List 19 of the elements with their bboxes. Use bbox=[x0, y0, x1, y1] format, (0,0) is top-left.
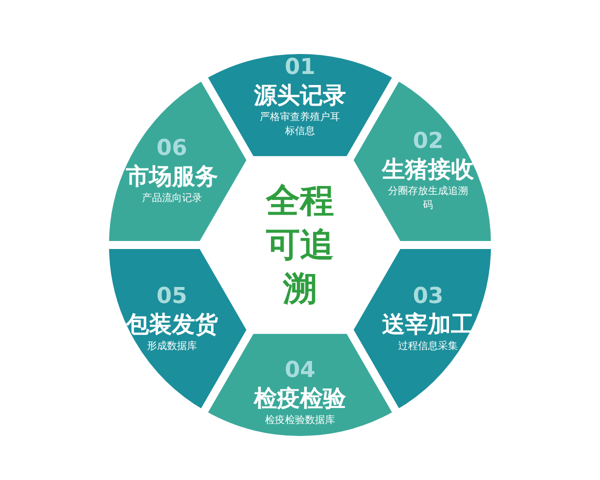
step-title: 生猪接收 bbox=[382, 156, 474, 185]
step-title: 源头记录 bbox=[254, 82, 346, 111]
step-number: 01 bbox=[284, 55, 316, 81]
step-title: 包装发货 bbox=[126, 311, 218, 340]
step-title: 检疫检验 bbox=[254, 385, 346, 414]
step-description: 检疫检验数据库 bbox=[264, 414, 336, 428]
step-description: 分圈存放生成追溯码 bbox=[387, 185, 470, 213]
step-number: 06 bbox=[156, 136, 188, 162]
step-description: 严格审查养殖户耳标信息 bbox=[259, 111, 341, 139]
step-title: 市场服务 bbox=[126, 163, 218, 192]
step-description: 形成数据库 bbox=[146, 340, 198, 354]
step-title: 送宰加工 bbox=[382, 311, 474, 340]
step-number: 02 bbox=[412, 129, 444, 155]
step-description: 过程信息采集 bbox=[397, 340, 460, 354]
step-number: 04 bbox=[284, 358, 316, 384]
center-title: 全程可追溯 bbox=[258, 179, 342, 311]
step-number: 03 bbox=[412, 284, 444, 310]
step-description: 产品流向记录 bbox=[140, 192, 203, 206]
step-number: 05 bbox=[156, 284, 188, 310]
